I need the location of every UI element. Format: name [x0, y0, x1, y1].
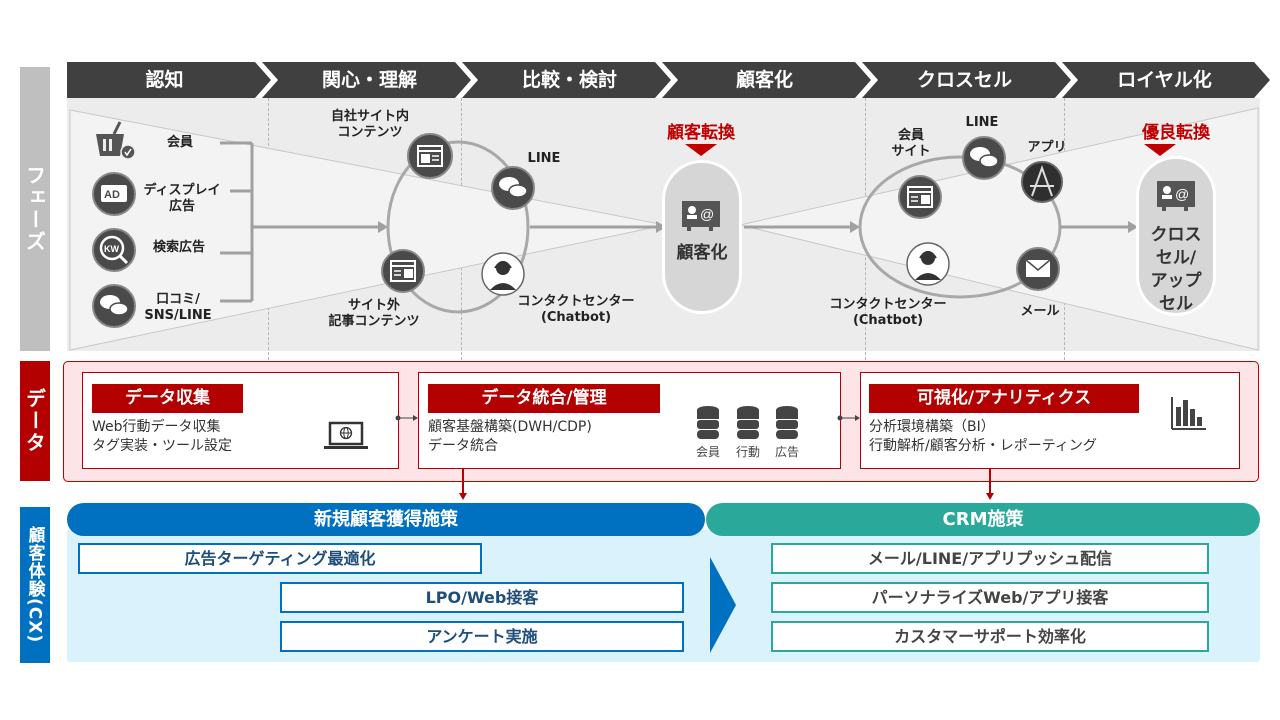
crm-item: メール/LINE/アプリプッシュ配信: [771, 543, 1209, 574]
contact-center-label: コンタクトセンター (Chatbot): [829, 297, 947, 328]
web-article-icon: [381, 249, 425, 293]
database-icon: [697, 406, 719, 439]
channel-label: 検索広告: [152, 240, 205, 255]
channel-label: 口コミ/ SNS/LINE: [144, 292, 212, 323]
chevron-awareness: [67, 62, 271, 98]
channel-bracket: [220, 141, 378, 303]
line-chat-icon: [962, 136, 1006, 180]
web-page-icon: [407, 133, 453, 179]
crosssell-pill-label: クロス セル/ アップ セル: [1150, 225, 1202, 314]
svg-text:KW: KW: [104, 244, 119, 254]
interest-cycle-ring: [386, 140, 530, 314]
line-label: LINE: [965, 115, 999, 130]
channel-label: ディスプレイ 広告: [143, 183, 221, 214]
phase-chevron-bar: [67, 62, 1270, 98]
database-icon: [776, 406, 798, 439]
line-chat-icon: [491, 166, 535, 210]
own-site-label: 自社サイト内 コンテンツ: [330, 109, 409, 140]
data-integrate-line: データ統合: [428, 438, 498, 454]
customer-pill: [662, 160, 742, 314]
phase-label: ロイヤル化: [1117, 69, 1212, 91]
app-label: アプリ: [1027, 140, 1067, 155]
arrow-head: [1128, 221, 1138, 233]
data-side-label: データ: [20, 361, 50, 481]
phase-label: 顧客化: [735, 69, 793, 91]
chevron-customer: [662, 62, 871, 98]
loyalty-marker-icon: [1144, 144, 1176, 156]
acquisition-item: 広告ターゲティング最適化: [78, 543, 482, 574]
arrow-head: [656, 221, 666, 233]
operator-headset-icon: [481, 252, 525, 296]
data-analytics-line: 分析環境構築（BI）: [869, 419, 995, 435]
arrow-head: [378, 221, 388, 233]
phase-label: クロスセル: [916, 69, 1012, 91]
conversion-title: 顧客転換: [667, 123, 735, 143]
connector-arrow-icon: [395, 415, 418, 421]
acquisition-header: 新規顧客獲得施策: [67, 503, 705, 536]
data-integrate-line: 顧客基盤構築(DWH/CDP): [428, 419, 592, 435]
member-site-icon: [898, 175, 942, 219]
crm-item: パーソナライズWeb/アプリ接客: [771, 582, 1209, 613]
svg-text:AD: AD: [104, 189, 120, 201]
phase-label: 関心・理解: [321, 69, 417, 91]
database-icon: [737, 406, 759, 439]
chevron-compare: [462, 62, 671, 98]
basket-check-icon: [96, 121, 136, 160]
loyalty-title: 優良転換: [1142, 123, 1210, 143]
db-label: 会員: [695, 445, 720, 459]
phase-label: 認知: [145, 69, 184, 91]
contact-center-label: コンタクトセンター (Chatbot): [517, 294, 635, 325]
data-analytics-title: 可視化/アナリティクス: [869, 384, 1139, 413]
laptop-globe-icon: [324, 421, 368, 449]
chevron-crosssell: [862, 62, 1071, 98]
data-collect-line: タグ実装・ツール設定: [92, 438, 232, 454]
db-label: 広告: [774, 445, 799, 459]
bar-chart-icon: [1171, 397, 1206, 430]
connector-arrow-icon: [837, 415, 860, 421]
phase-label: 比較・検討: [521, 69, 617, 91]
channel-label: 会員: [166, 135, 193, 150]
funnel-shape-left: [69, 109, 666, 351]
chat-bubbles-icon: [92, 284, 136, 328]
phase-side-label: フェーズ: [20, 67, 50, 351]
conversion-marker-icon: [685, 144, 717, 156]
customer-pill-label: 顧客化: [676, 243, 728, 263]
ad-icon: AD: [92, 172, 136, 216]
arrow-head: [850, 221, 860, 233]
keyword-search-icon: KW: [92, 228, 136, 272]
data-collect-line: Web行動データ収集: [92, 419, 221, 435]
data-integrate-title: データ統合/管理: [428, 384, 660, 413]
acquisition-item: アンケート実施: [280, 621, 684, 652]
flow-arrow-icon: [710, 557, 736, 653]
chevron-loyalty: [1062, 62, 1270, 98]
app-store-icon: [1021, 161, 1063, 203]
db-label: 行動: [735, 445, 760, 459]
data-analytics-line: 行動解析/顧客分析・レポーティング: [869, 438, 1097, 454]
crm-item: カスタマーサポート効率化: [771, 621, 1209, 652]
acquisition-item: LPO/Web接客: [280, 582, 684, 613]
mail-icon: [1016, 247, 1060, 291]
member-site-label: 会員 サイト: [891, 128, 931, 159]
crm-header: CRM施策: [706, 503, 1260, 536]
chevron-interest: [262, 62, 471, 98]
external-content-label: サイト外 記事コンテンツ: [328, 298, 420, 329]
operator-headset-icon: [906, 242, 950, 286]
line-label: LINE: [527, 151, 561, 166]
database-icons: [697, 406, 798, 439]
data-collect-title: データ収集: [92, 384, 243, 413]
mail-label: メール: [1020, 304, 1060, 319]
cx-side-label: 顧客体験(CX): [20, 507, 50, 663]
